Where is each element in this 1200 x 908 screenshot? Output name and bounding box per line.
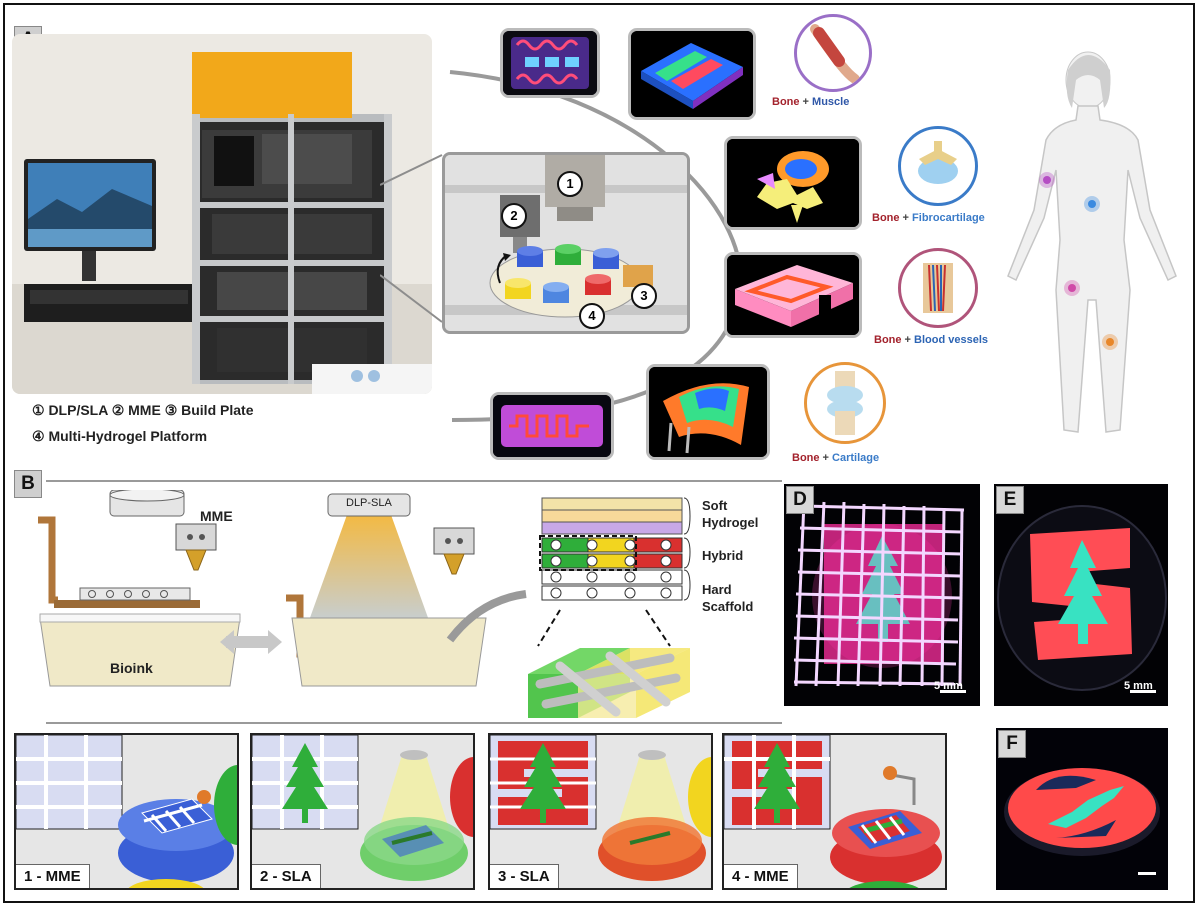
thumb-serpentine-chip [490, 392, 614, 460]
dlp-sla-label: DLP-SLA [346, 497, 392, 509]
cartilage-illustration-circle [804, 362, 886, 444]
mme-label: MME [200, 508, 233, 524]
separator-b-c [46, 722, 782, 724]
panel-label-f: F [998, 730, 1026, 758]
step-4-label: 4 - MME [724, 864, 798, 888]
layered-construct-diagram [539, 497, 691, 601]
tissue-plus-text: + [901, 334, 915, 346]
tissue-bone-text: Bone [792, 452, 820, 464]
callout-1: 1 [557, 171, 583, 197]
panel-f-photo: F [996, 728, 1168, 890]
layer-label-hydrogel: Hydrogel [702, 515, 759, 530]
separator-a-b [46, 480, 782, 482]
step-3-sla: 3 - SLA [488, 733, 713, 890]
figure-frame [3, 3, 1195, 903]
panel-label-e: E [996, 486, 1024, 514]
tissue-plus-text: + [799, 96, 813, 108]
component-legend-line1: ① DLP/SLA ② MME ③ Build Plate [32, 402, 254, 418]
blood-vessel-illustration-circle [898, 248, 978, 328]
panel-label-b: B [14, 470, 42, 498]
tissue-label-muscle: Bone + Muscle [772, 96, 849, 108]
tissue-bone-text: Bone [874, 334, 902, 346]
layer-label-soft: Soft [702, 498, 728, 513]
panel-e-photo: E 5 mm [994, 484, 1168, 706]
tissue-label-cartilage: Bone + Cartilage [792, 452, 879, 464]
tissue-label-fibrocartilage: Bone + Fibrocartilage [872, 212, 985, 224]
bioprinter-photo [12, 34, 432, 394]
step-3-label: 3 - SLA [490, 864, 559, 888]
printer-schematic: 1 2 3 4 [442, 152, 690, 334]
thumb-bone-muscle-chip [500, 28, 600, 98]
panel-label-d: D [786, 486, 814, 514]
component-legend-line2: ④ Multi-Hydrogel Platform [32, 428, 208, 444]
human-body-illustration [1007, 51, 1177, 433]
zoom-connector-lines [380, 154, 443, 323]
thumb-curved-scaffold [646, 364, 770, 460]
thumb-vertebra [724, 136, 862, 230]
bioink-label: Bioink [110, 660, 153, 676]
layer-label-hybrid: Hybrid [702, 548, 744, 563]
tissue-label-blood-vessels: Bone + Blood vessels [874, 334, 988, 346]
thumb-vascular-block [724, 252, 862, 338]
tissue-other-text: Muscle [812, 96, 850, 108]
callout-3: 3 [631, 283, 657, 309]
callout-2: 2 [501, 203, 527, 229]
step-2-sla: 2 - SLA [250, 733, 475, 890]
tissue-other-text: Blood vessels [914, 334, 989, 346]
printing-process-schematic [38, 490, 527, 687]
tissue-plus-text: + [819, 452, 833, 464]
step-1-label: 1 - MME [16, 864, 90, 888]
step-1-mme: 1 - MME [14, 733, 239, 890]
tissue-other-text: Fibrocartilage [912, 212, 985, 224]
muscle-illustration-circle [794, 14, 872, 92]
thumb-striped-block [628, 28, 756, 120]
rod-lattice-zoom [528, 609, 690, 718]
layer-label-scaffold: Scaffold [702, 599, 754, 614]
callout-4: 4 [579, 303, 605, 329]
tissue-bone-text: Bone [772, 96, 800, 108]
scale-bar-d: 5 mm [934, 680, 963, 692]
panel-d-photo: D 5 mm [784, 484, 980, 706]
fibrocartilage-illustration-circle [898, 126, 978, 206]
scale-bar-e: 5 mm [1124, 680, 1153, 692]
step-4-mme: 4 - MME [722, 733, 947, 890]
tissue-bone-text: Bone [872, 212, 900, 224]
tissue-other-text: Cartilage [832, 452, 880, 464]
tissue-plus-text: + [899, 212, 913, 224]
step-2-label: 2 - SLA [252, 864, 321, 888]
layer-label-hard: Hard [702, 582, 732, 597]
